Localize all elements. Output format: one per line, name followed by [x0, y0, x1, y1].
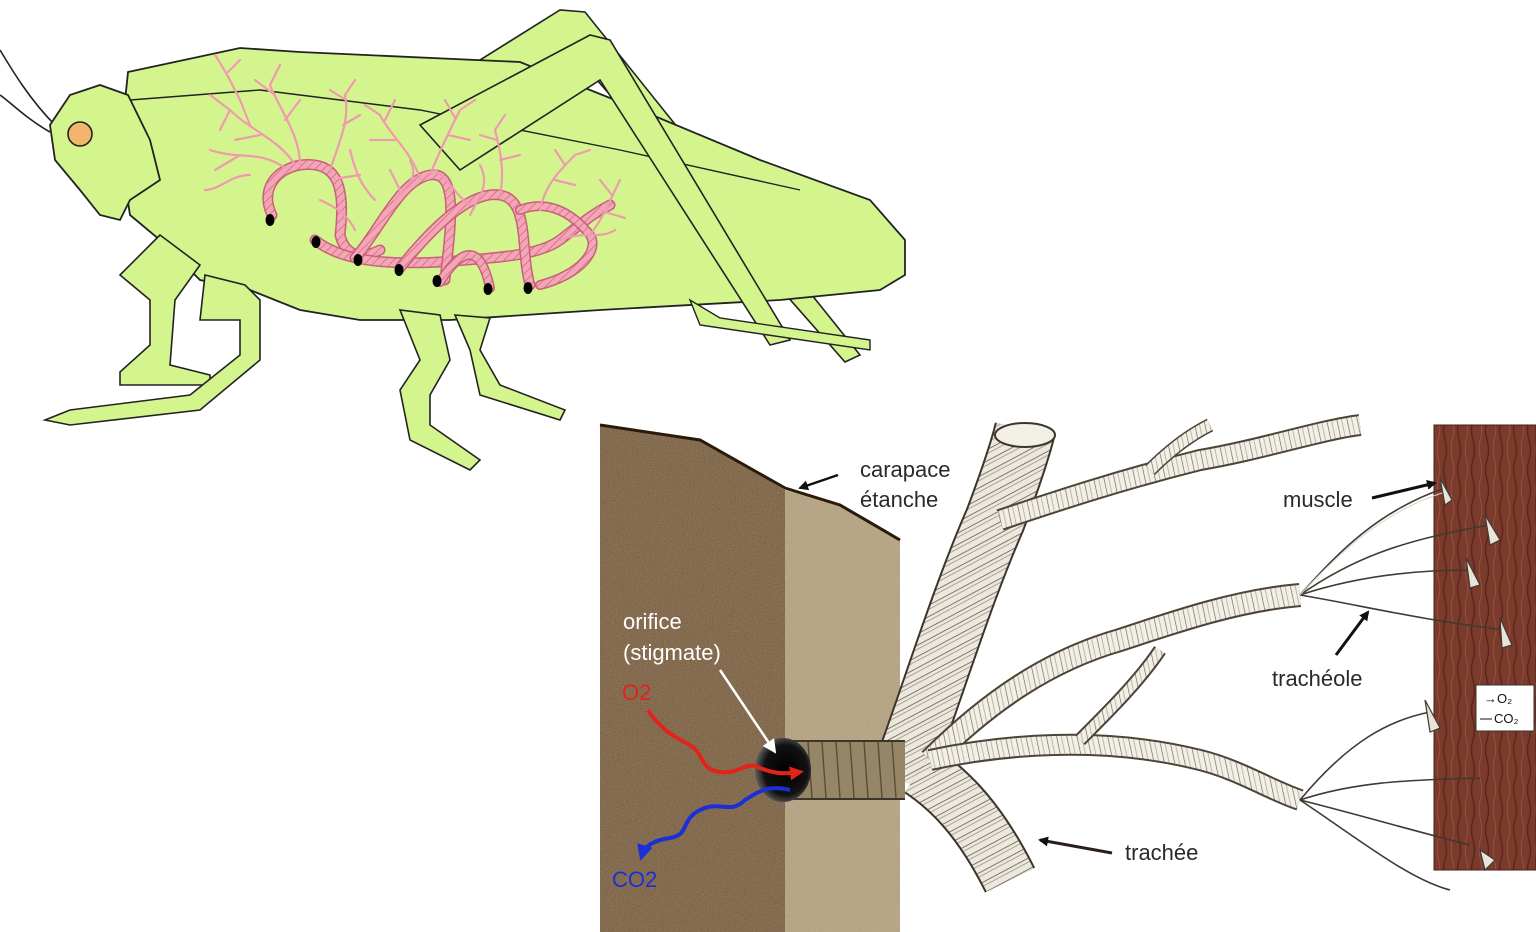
cuticle-dark-layer — [600, 425, 785, 932]
etanche-label: étanche — [860, 487, 938, 512]
spiracle-dot — [312, 236, 321, 248]
muscle-block — [1434, 425, 1536, 870]
spiracle-dot — [484, 283, 493, 295]
trachee-pointer — [1040, 840, 1112, 853]
antenna — [0, 50, 55, 125]
eye — [68, 122, 92, 146]
carapace-label: carapace — [860, 457, 951, 482]
orifice-label: orifice — [623, 609, 682, 634]
tracheole-label: trachéole — [1272, 666, 1363, 691]
tracheole-pointer — [1336, 612, 1368, 655]
spiracle-dot — [433, 275, 442, 287]
antenna — [0, 95, 50, 132]
middle-leg — [455, 315, 565, 420]
co2-label: CO2 — [612, 867, 657, 892]
inset-co2-label: CO₂ — [1494, 711, 1519, 726]
cuticle-light-layer — [785, 490, 900, 932]
spiracle-dot — [524, 282, 533, 294]
muscle-label: muscle — [1283, 487, 1353, 512]
tracheal-detail-panel: →O₂ CO₂ carapace étanche orifice (stigma… — [600, 423, 1536, 932]
spiracle-dot — [395, 264, 404, 276]
trachee-label: trachée — [1125, 840, 1198, 865]
stigmate-label: (stigmate) — [623, 640, 721, 665]
grasshopper-illustration — [0, 10, 905, 470]
inset-o2-label: →O₂ — [1484, 691, 1512, 706]
o2-label: O2 — [622, 680, 651, 705]
spiracle-dot — [354, 254, 363, 266]
carapace-pointer — [800, 475, 838, 488]
spiracle-dot — [266, 214, 275, 226]
